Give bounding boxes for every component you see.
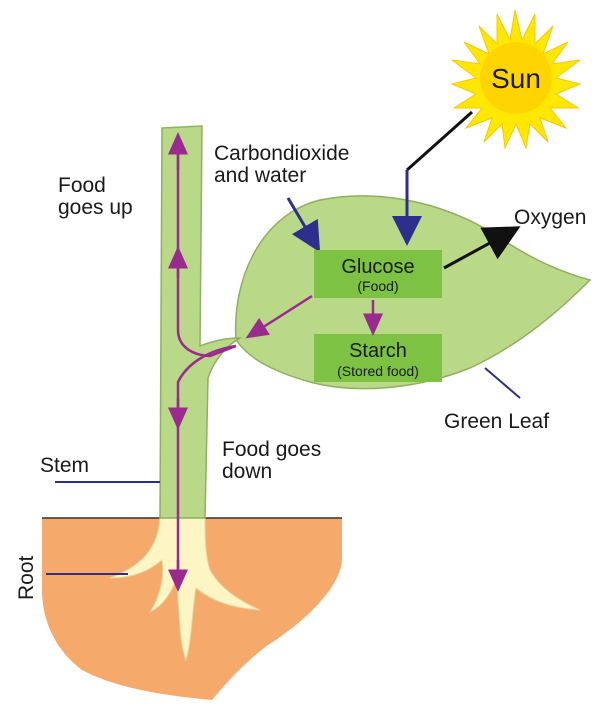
starch-sublabel: (Stored food) — [337, 363, 419, 379]
food-down-label-line2: down — [222, 460, 272, 483]
food-down-label-line1: Food goes — [222, 438, 321, 461]
inputs-label-line1: Carbondioxide — [214, 142, 349, 165]
glucose-label: Glucose — [341, 256, 414, 278]
oxygen-label: Oxygen — [514, 206, 586, 229]
sun-pointer-line — [407, 112, 472, 170]
green-leaf-pointer — [485, 368, 520, 398]
sun-label: Sun — [491, 63, 541, 94]
stem-label: Stem — [40, 454, 89, 477]
glucose-sublabel: (Food) — [357, 278, 398, 294]
green-leaf-label: Green Leaf — [444, 410, 549, 433]
food-up-label-line2: goes up — [58, 196, 133, 219]
root-label: Root — [15, 555, 38, 600]
inputs-label-line2: and water — [214, 164, 306, 187]
starch-label: Starch — [349, 340, 407, 362]
food-up-label-line1: Food — [58, 174, 106, 197]
